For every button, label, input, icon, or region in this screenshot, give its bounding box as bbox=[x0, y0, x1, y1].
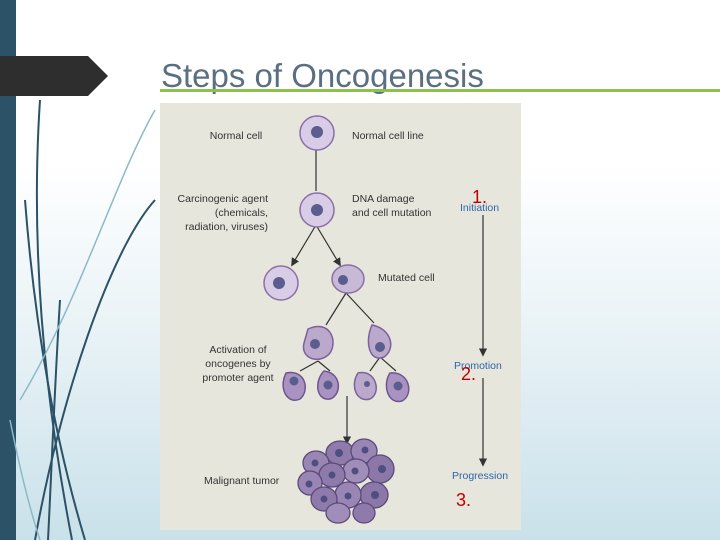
arrow-to-normal-daughter bbox=[291, 224, 317, 267]
label-normal-cell-line: Normal cell line bbox=[352, 130, 424, 142]
slide-left-bar bbox=[0, 0, 16, 540]
promoted-cell bbox=[317, 370, 339, 400]
label-activation-3: promoter agent bbox=[202, 372, 274, 384]
label-mutated-cell: Mutated cell bbox=[378, 272, 435, 284]
slide-title: Steps of Oncogenesis bbox=[161, 57, 484, 94]
deco-line bbox=[19, 109, 156, 401]
branch-line bbox=[299, 360, 319, 372]
label-dna-damage-2: and cell mutation bbox=[352, 207, 432, 219]
label-dna-damage-1: DNA damage bbox=[352, 193, 415, 205]
deco-line bbox=[24, 199, 86, 540]
promoted-cell bbox=[353, 371, 377, 401]
normal-daughter-cell bbox=[263, 265, 299, 301]
stage-promotion: Promotion bbox=[454, 360, 502, 372]
label-malignant-tumor: Malignant tumor bbox=[204, 475, 280, 487]
label-activation-2: oncogenes by bbox=[205, 358, 271, 370]
label-carcinogenic-agent: Carcinogenic agent bbox=[177, 193, 268, 205]
oncogenesis-figure: Normal cell Carcinogenic agent (chemical… bbox=[160, 103, 521, 530]
deco-line bbox=[47, 299, 61, 540]
normal-cell bbox=[299, 115, 335, 151]
cell-diagram bbox=[263, 115, 488, 524]
title-tab-marker bbox=[0, 56, 108, 96]
promoted-cell bbox=[282, 371, 306, 402]
promoted-cell bbox=[367, 324, 392, 359]
label-normal-cell: Normal cell bbox=[209, 130, 263, 142]
step-number-1: 1. bbox=[472, 187, 488, 207]
step-number-3: 3. bbox=[456, 490, 472, 510]
label-carcinogenic-examples-1: (chemicals, bbox=[214, 207, 268, 219]
branch-line bbox=[345, 292, 375, 324]
deco-line bbox=[35, 99, 73, 540]
label-activation-1: Activation of bbox=[209, 344, 267, 356]
promoted-cell bbox=[302, 325, 334, 361]
branch-line bbox=[325, 292, 347, 326]
deco-line bbox=[34, 199, 156, 540]
branch-line bbox=[379, 356, 397, 372]
step-number-2: 2. bbox=[461, 364, 477, 384]
branch-line bbox=[369, 356, 381, 372]
branch-line bbox=[317, 360, 331, 372]
label-carcinogenic-examples-2: radiation, viruses) bbox=[185, 221, 268, 233]
arrow-to-mutated-cell bbox=[315, 224, 341, 267]
stage-progression: Progression bbox=[452, 470, 509, 482]
malignant-tumor-cluster bbox=[297, 438, 395, 524]
decorative-lines bbox=[9, 99, 156, 540]
deco-line bbox=[9, 419, 41, 540]
title-underline bbox=[160, 89, 720, 92]
mutated-cell bbox=[331, 264, 365, 294]
stage-initiation: Initiation bbox=[460, 202, 500, 214]
promoted-cell bbox=[385, 372, 410, 403]
exposed-cell bbox=[299, 192, 335, 228]
